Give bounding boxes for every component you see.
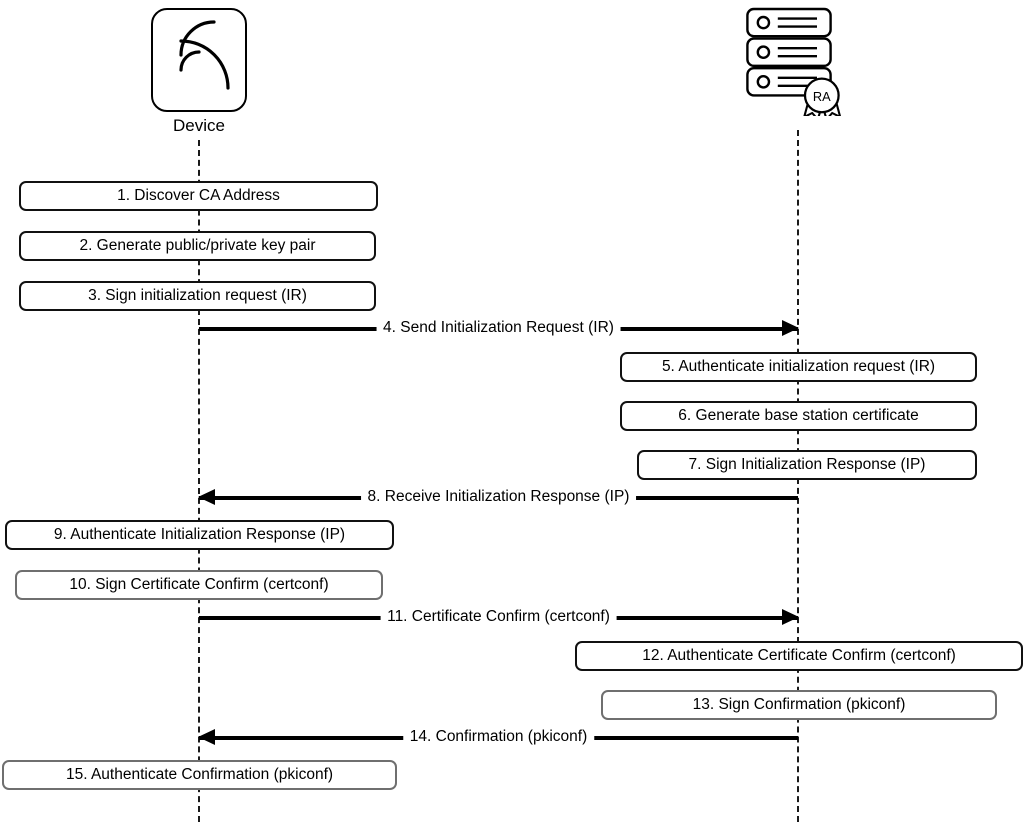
- message-arrow-8[interactable]: 8. Receive Initialization Response (IP): [198, 486, 798, 510]
- arrowhead-left-14: [198, 729, 215, 745]
- activity-label-10: 10. Sign Certificate Confirm (certconf): [69, 576, 329, 594]
- ra-badge-text: RA: [813, 89, 831, 104]
- arrowhead-left-8: [198, 489, 215, 505]
- activity-label-1: 1. Discover CA Address: [117, 187, 280, 205]
- message-arrow-14[interactable]: 14. Confirmation (pkiconf): [198, 726, 798, 750]
- actor-device: Device: [151, 8, 247, 140]
- wifi-arcs-icon: [179, 20, 230, 90]
- activity-box-3[interactable]: 3. Sign initialization request (IR): [19, 281, 376, 311]
- message-arrow-11[interactable]: 11. Certificate Confirm (certconf): [199, 606, 799, 630]
- arrowhead-right-4: [782, 320, 799, 336]
- activity-label-5: 5. Authenticate initialization request (…: [661, 358, 936, 376]
- activity-label-2: 2. Generate public/private key pair: [79, 237, 316, 255]
- activity-box-15[interactable]: 15. Authenticate Confirmation (pkiconf): [2, 760, 397, 790]
- activity-box-9[interactable]: 9. Authenticate Initialization Response …: [5, 520, 394, 550]
- message-label-8: 8. Receive Initialization Response (IP): [360, 486, 637, 508]
- actor-ra: RA: [745, 6, 875, 136]
- activity-label-12: 12. Authenticate Certificate Confirm (ce…: [642, 647, 956, 665]
- message-label-11: 11. Certificate Confirm (certconf): [380, 606, 617, 628]
- activity-box-12[interactable]: 12. Authenticate Certificate Confirm (ce…: [575, 641, 1023, 671]
- activity-label-3: 3. Sign initialization request (IR): [88, 287, 307, 305]
- wireless-device-icon: [151, 8, 247, 112]
- message-label-4: 4. Send Initialization Request (IR): [376, 317, 621, 339]
- activity-label-13: 13. Sign Confirmation (pkiconf): [692, 696, 906, 714]
- arrowhead-right-11: [782, 609, 799, 625]
- activity-box-7[interactable]: 7. Sign Initialization Response (IP): [637, 450, 977, 480]
- message-arrow-4[interactable]: 4. Send Initialization Request (IR): [199, 317, 799, 341]
- activity-box-2[interactable]: 2. Generate public/private key pair: [19, 231, 376, 261]
- activity-box-10[interactable]: 10. Sign Certificate Confirm (certconf): [15, 570, 383, 600]
- activity-box-5[interactable]: 5. Authenticate initialization request (…: [620, 352, 977, 382]
- activity-box-1[interactable]: 1. Discover CA Address: [19, 181, 378, 211]
- activity-box-6[interactable]: 6. Generate base station certificate: [620, 401, 977, 431]
- activity-label-9: 9. Authenticate Initialization Response …: [53, 526, 346, 544]
- lifeline-device: [198, 140, 200, 822]
- activity-label-15: 15. Authenticate Confirmation (pkiconf): [65, 766, 334, 784]
- activity-label-6: 6. Generate base station certificate: [678, 407, 919, 425]
- message-label-14: 14. Confirmation (pkiconf): [402, 726, 595, 748]
- activity-box-13[interactable]: 13. Sign Confirmation (pkiconf): [601, 690, 997, 720]
- activity-label-7: 7. Sign Initialization Response (IP): [688, 456, 926, 474]
- actor-device-label: Device: [173, 116, 225, 135]
- server-stack-certificate-icon: RA: [746, 7, 842, 116]
